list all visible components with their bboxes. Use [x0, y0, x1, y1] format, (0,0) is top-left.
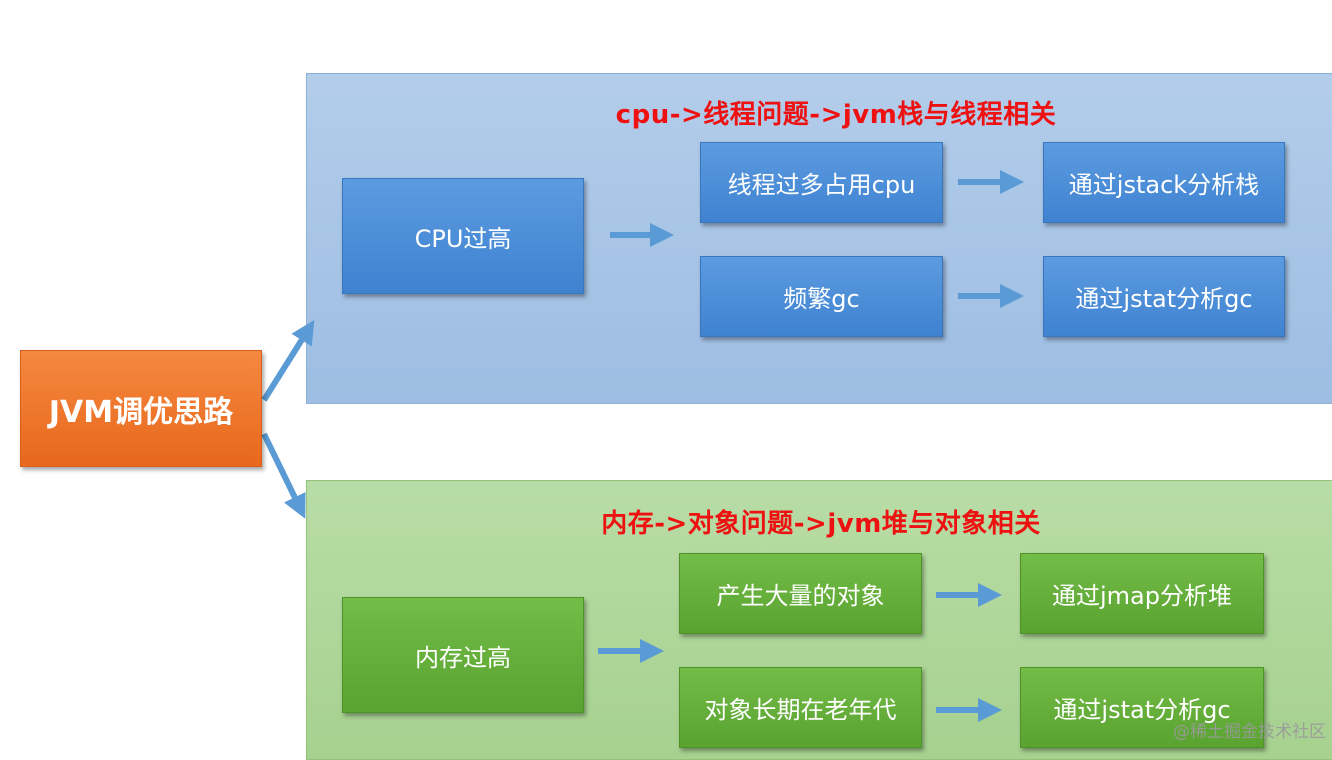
- cpu-action-node: 通过jstat分析gc: [1043, 256, 1285, 337]
- cpu-main-label: CPU过高: [414, 224, 512, 253]
- memory-cause-node: 对象长期在老年代: [679, 667, 922, 748]
- cpu-cause-label: 频繁gc: [783, 285, 860, 313]
- cpu-action-label: 通过jstack分析栈: [1068, 171, 1260, 199]
- memory-section-title: 内存->对象问题->jvm堆与对象相关: [601, 509, 1041, 539]
- arrow-root-to-cpu: [261, 319, 315, 402]
- cpu-cause-node: 线程过多占用cpu: [700, 142, 943, 223]
- cpu-main-node: CPU过高: [342, 178, 584, 294]
- cpu-section-title: cpu->线程问题->jvm栈与线程相关: [615, 100, 1057, 130]
- root-node-label: JVM调优思路: [48, 394, 234, 430]
- cpu-cause-label: 线程过多占用cpu: [727, 171, 916, 199]
- cpu-action-label: 通过jstat分析gc: [1075, 285, 1253, 313]
- memory-main-node: 内存过高: [342, 597, 584, 713]
- memory-cause-label: 对象长期在老年代: [704, 696, 897, 724]
- memory-action-node: 通过jstat分析gc: [1020, 667, 1264, 748]
- memory-action-node: 通过jmap分析堆: [1020, 553, 1264, 634]
- memory-cause-label: 产生大量的对象: [716, 582, 885, 610]
- memory-cause-node: 产生大量的对象: [679, 553, 922, 634]
- memory-action-label: 通过jstat分析gc: [1053, 696, 1231, 724]
- root-node: JVM调优思路: [20, 350, 262, 467]
- arrow-root-to-memory: [261, 432, 306, 519]
- memory-action-label: 通过jmap分析堆: [1052, 582, 1232, 610]
- watermark: @稀土掘金技术社区: [1173, 722, 1326, 742]
- memory-main-label: 内存过高: [415, 643, 511, 672]
- cpu-action-node: 通过jstack分析栈: [1043, 142, 1285, 223]
- cpu-cause-node: 频繁gc: [700, 256, 943, 337]
